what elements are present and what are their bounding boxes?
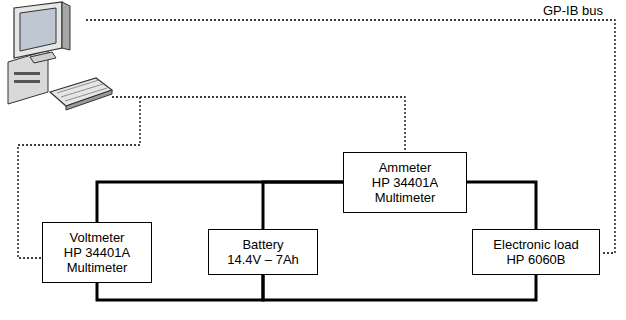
box-label: Ammeter HP 34401A Multimeter bbox=[370, 160, 440, 205]
bus-label: GP-IB bus bbox=[541, 3, 605, 18]
computer-icon bbox=[8, 2, 112, 110]
battery-box: Battery 14.4V – 7Ah bbox=[208, 229, 318, 275]
voltmeter-box: Voltmeter HP 34401A Multimeter bbox=[42, 222, 152, 283]
box-label: Voltmeter HP 34401A Multimeter bbox=[62, 230, 132, 275]
power-wire bbox=[263, 275, 536, 300]
load-box: Electronic load HP 6060B bbox=[472, 229, 600, 275]
box-label: Battery 14.4V – 7Ah bbox=[225, 237, 301, 267]
power-wire bbox=[467, 182, 536, 229]
box-label: Electronic load HP 6060B bbox=[489, 237, 584, 267]
bus-line bbox=[86, 20, 615, 253]
power-wire bbox=[263, 182, 343, 229]
ammeter-box: Ammeter HP 34401A Multimeter bbox=[343, 152, 467, 213]
power-wire bbox=[97, 182, 343, 222]
bus-line bbox=[112, 97, 405, 152]
